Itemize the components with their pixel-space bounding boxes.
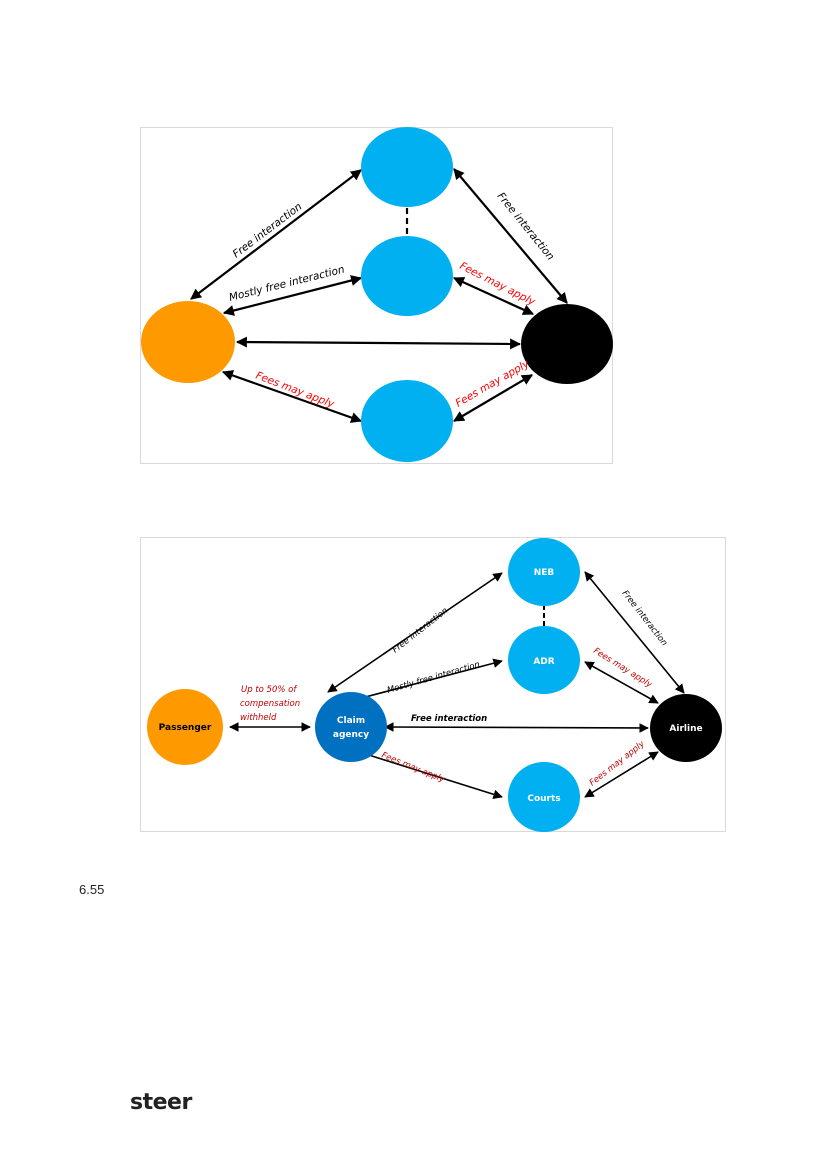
node-adr [508, 626, 580, 694]
label-withheld: compensation [240, 699, 300, 709]
edge-agency-courts [355, 749, 503, 799]
node-label-courts: Courts [527, 794, 560, 804]
node-claim-agency [315, 692, 387, 762]
node-label-airline: Airline [669, 724, 702, 734]
node-neb [508, 538, 580, 606]
node-label-adr: ADR [533, 657, 554, 667]
edge-top-black [453, 168, 568, 304]
edge-courts-airline [584, 751, 659, 798]
edge-orange-bottom [221, 370, 363, 423]
diagram-2-frame [140, 537, 726, 832]
node-top [361, 127, 453, 207]
edge-neb-airline [584, 571, 685, 694]
diagram-1: Free interaction Mostly free interaction… [140, 127, 613, 464]
node-airline [650, 694, 722, 762]
edge-bottom-black [453, 374, 533, 422]
node-label-claim-agency: agency [333, 730, 369, 740]
node-passenger [147, 689, 223, 765]
edge-orange-top [190, 169, 362, 300]
node-courts [508, 762, 580, 832]
node-black [521, 304, 613, 384]
label-free-interaction: Free interaction [411, 714, 487, 724]
edge-orange-mid [222, 275, 363, 316]
edge-agency-adr [353, 658, 503, 703]
edge-adr-airline [584, 661, 659, 704]
edge-agency-airline [384, 722, 649, 733]
diagram-2: Passenger Claim agency NEB ADR Courts Ai… [140, 537, 726, 832]
node-bottom [361, 380, 453, 462]
label-withheld: Up to 50% of [241, 685, 298, 695]
node-label-neb: NEB [534, 568, 555, 578]
node-label-claim-agency: Claim [337, 716, 365, 726]
node-orange [141, 301, 235, 383]
node-label-passenger: Passenger [159, 723, 212, 733]
paragraph-number: 6.55 [79, 882, 105, 897]
label-withheld: withheld [240, 713, 277, 723]
node-mid [361, 236, 453, 316]
steer-logo: steer [130, 1090, 192, 1115]
edge-orange-black [235, 336, 522, 350]
